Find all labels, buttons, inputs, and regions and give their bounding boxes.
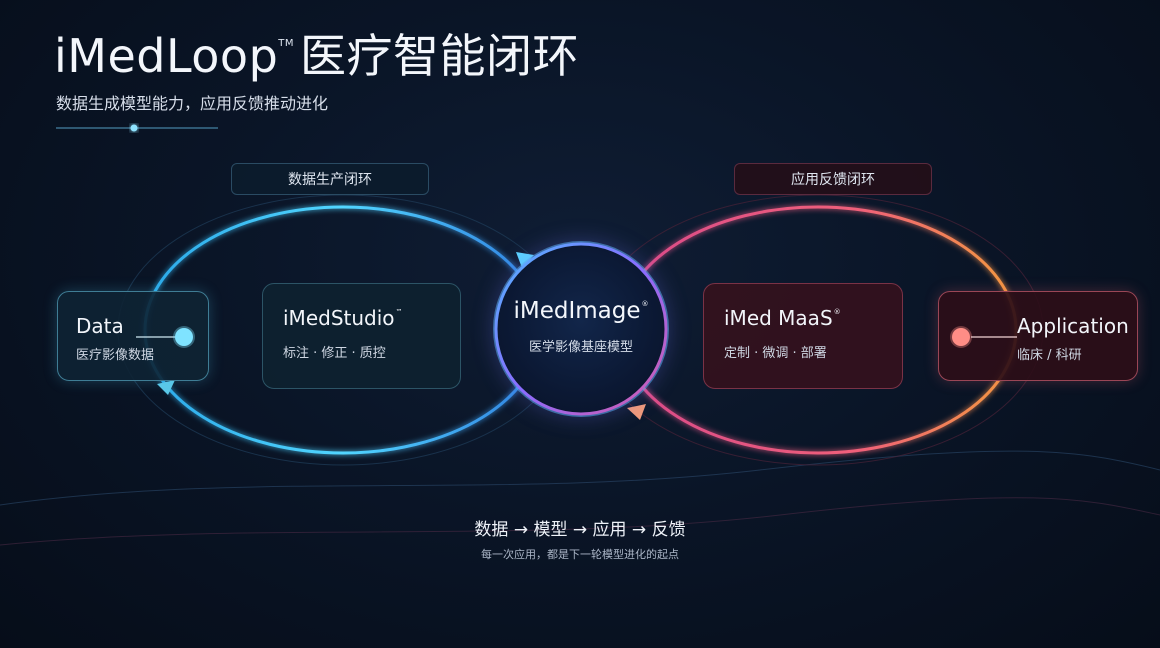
studio-node-name: iMedStudio™ xyxy=(283,306,403,330)
data-node-desc: 医疗影像数据 xyxy=(76,348,155,363)
feedback-loop-label: 应用反馈闭环 xyxy=(734,163,932,195)
page-subtitle: 数据生成模型能力，应用反馈推动进化 xyxy=(56,94,329,113)
background-wave-2 xyxy=(0,497,1160,546)
core-node-desc: 医学影像基座模型 xyxy=(528,340,633,355)
data-node-name: Data xyxy=(76,314,124,338)
application-node: Application 临床 / 科研 xyxy=(938,291,1138,381)
data-loop-label: 数据生产闭环 xyxy=(231,163,429,195)
title-trademark: TM xyxy=(278,38,295,49)
background-wave-1 xyxy=(0,450,1160,506)
core-ring xyxy=(494,242,668,416)
arrow-into-core-from-app-icon xyxy=(627,404,646,420)
maas-node-name: iMed MaaS® xyxy=(724,306,841,330)
arrow-into-data-icon xyxy=(157,380,175,395)
studio-node: iMedStudio™ 标注 · 修正 · 质控 xyxy=(262,283,461,389)
maas-node-desc: 定制 · 微调 · 部署 xyxy=(724,346,827,361)
data-dot-icon xyxy=(136,326,195,348)
maas-node: iMed MaaS® 定制 · 微调 · 部署 xyxy=(703,283,903,389)
application-node-name: Application xyxy=(1017,314,1129,338)
application-node-desc: 临床 / 科研 xyxy=(1017,348,1082,363)
flow-summary: 数据 → 模型 → 应用 → 反馈 xyxy=(474,520,686,540)
title-brand: iMedLoop xyxy=(54,29,279,83)
arrow-into-core-icon xyxy=(516,252,534,268)
core-model-node: iMedImage® 医学影像基座模型 xyxy=(494,242,668,416)
core-node-name: iMedImage® xyxy=(513,298,649,324)
title-underline-dot xyxy=(130,124,138,132)
data-node: Data 医疗影像数据 xyxy=(57,291,209,381)
application-dot-icon xyxy=(950,326,1017,348)
title-cn: 医疗智能闭环 xyxy=(300,29,580,83)
flow-note: 每一次应用，都是下一轮模型进化的起点 xyxy=(481,548,679,561)
studio-node-desc: 标注 · 修正 · 质控 xyxy=(283,346,386,361)
page-title: iMedLoopTM 医疗智能闭环 xyxy=(54,20,579,86)
